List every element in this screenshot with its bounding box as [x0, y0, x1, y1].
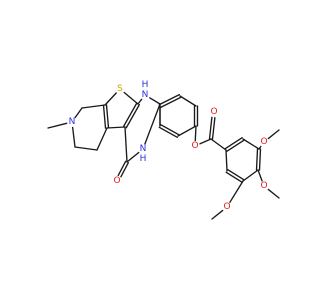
bonds	[47, 91, 280, 220]
atom-o-carbonyl: O	[210, 107, 217, 117]
atom-n1-amine: N	[142, 90, 149, 100]
bond-C4b-C8a-line1	[102, 104, 107, 129]
bond-C9a-N1a	[137, 98, 143, 105]
bond-A3-OE	[194, 125, 197, 142]
bond-C4b-C8a-line2	[105, 104, 110, 129]
bond-C8a-S	[104, 92, 117, 106]
atom-n1-h: H	[142, 80, 149, 90]
bond-B5-B6-line2	[227, 169, 245, 181]
atom-n-piperidine: N	[69, 117, 76, 127]
atom-n3-amine: N	[140, 144, 147, 154]
bond-OM1-CM1	[267, 129, 280, 140]
bond-N1a-C2	[149, 97, 161, 105]
bond-B1-B2-line2	[226, 139, 245, 152]
atom-n3-h: H	[140, 154, 147, 164]
bond-CE-OC-line1	[208, 116, 213, 140]
bond-OM2-CM2	[211, 209, 224, 220]
bond-B6-B1	[225, 149, 228, 172]
bond-N1-C8	[74, 107, 83, 119]
bond-A1-A2	[179, 95, 197, 107]
bond-A6-A1-line2	[159, 96, 182, 109]
bond-C6-N1	[71, 126, 76, 148]
bond-N3-C4	[126, 151, 140, 163]
bond-OP-CP	[267, 188, 280, 199]
bond-B1-B2-line1	[224, 137, 243, 150]
bond-A4-A5-line2	[160, 124, 180, 136]
bond-C4-OK-line1	[120, 162, 130, 178]
atom-s-thiophene: S	[117, 84, 123, 94]
bond-C2-N3	[144, 103, 161, 145]
molecule-structure: N S N H N H O O O O O O	[47, 80, 280, 220]
atom-o-ester: O	[191, 141, 198, 151]
bond-S-C9a	[123, 91, 139, 105]
bond-C5-C6	[74, 146, 98, 151]
bond-C4-C4a	[124, 126, 128, 163]
bond-C9a-C4a-line2	[123, 102, 138, 127]
bond-CE-B1	[210, 138, 227, 151]
bond-C8-C8a	[81, 104, 106, 109]
bond-B3-OM1	[258, 145, 262, 150]
bond-C4-OK-line2	[117, 160, 127, 177]
bond-B3-B4-line1	[258, 148, 262, 171]
bond-C4a-C4b	[106, 126, 126, 129]
atom-o-methoxy-meta1: O	[260, 137, 267, 147]
bond-A4-A5-line1	[158, 126, 178, 138]
bond-C9a-C4a-line1	[125, 104, 140, 129]
bond-C4b-C5	[96, 127, 108, 151]
atom-labels: N S N H N H O O O O O O	[69, 80, 268, 212]
bond-B2-B3	[242, 138, 260, 150]
atom-o-methoxy-para: O	[260, 181, 267, 191]
bond-A3-A4	[177, 125, 197, 137]
bond-CE-OC-line2	[211, 116, 216, 140]
atom-o-methoxy-meta2: O	[223, 202, 230, 212]
bond-B4-B5	[242, 169, 259, 182]
bond-B4-OP	[257, 169, 263, 182]
bond-B5-OM2	[229, 180, 244, 203]
bond-B3-B4-line2	[255, 148, 259, 171]
bond-OE-CE	[199, 138, 212, 145]
atom-o-keto: O	[113, 176, 120, 186]
bond-CH3-N1	[47, 122, 68, 129]
bond-A6-A1-line1	[158, 93, 181, 106]
bond-B5-B6-line1	[225, 171, 243, 183]
